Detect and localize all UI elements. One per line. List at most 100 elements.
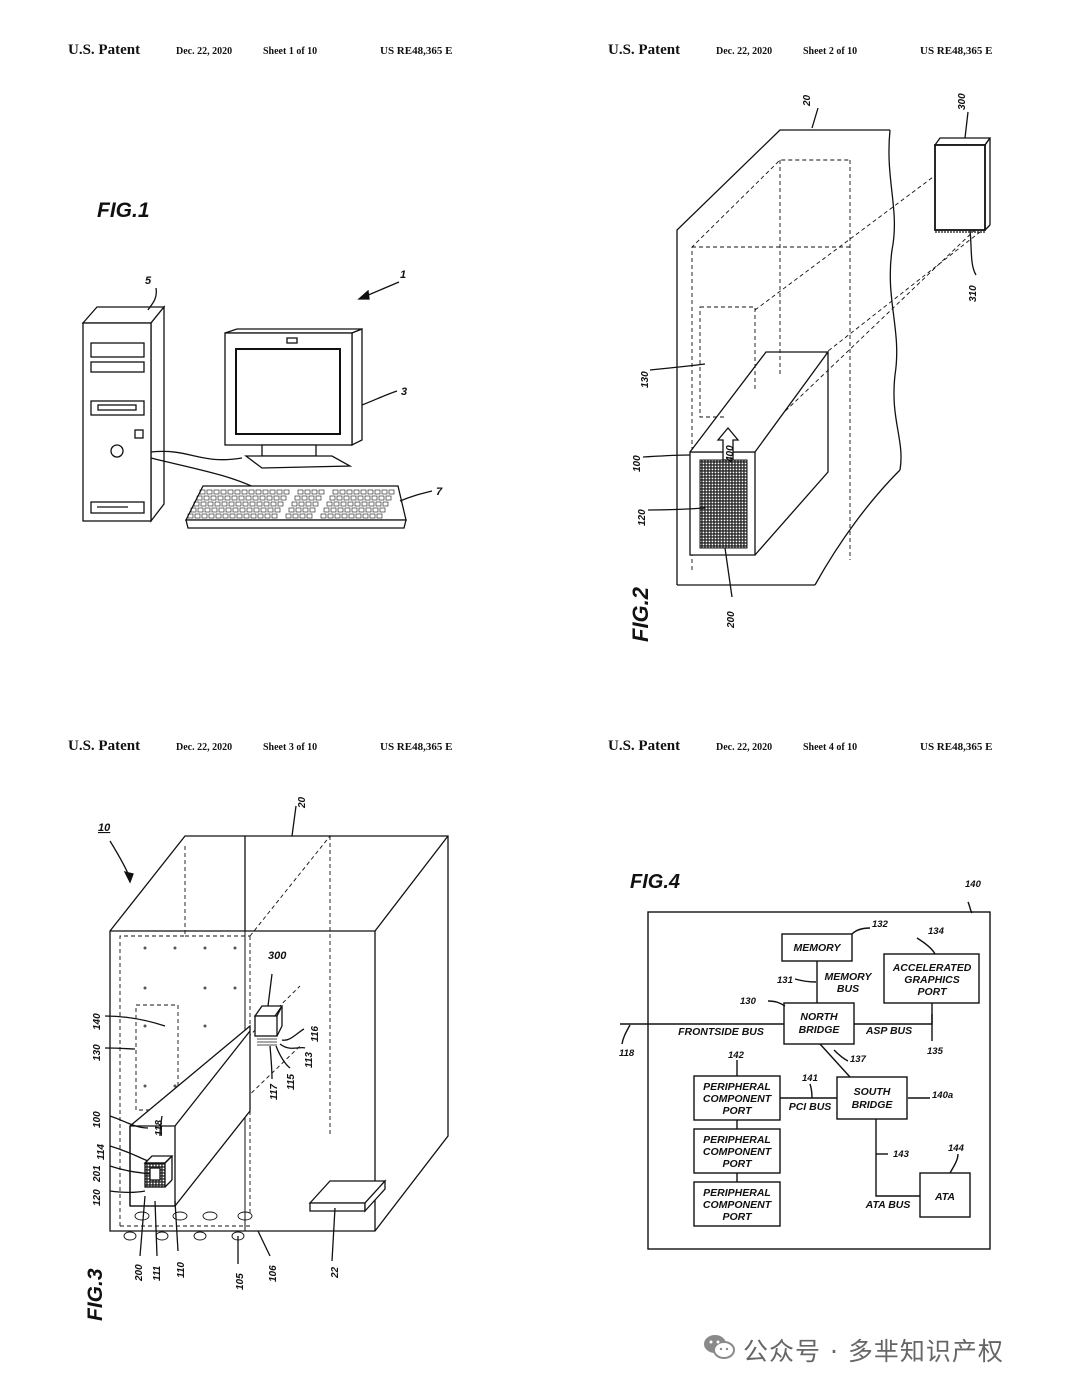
keyboard-key	[382, 501, 389, 507]
keyboard-key	[329, 495, 336, 501]
header-title: U.S. Patent	[68, 738, 141, 754]
keyboard-key	[193, 501, 200, 507]
patent-sheet-3: U.S. Patent Dec. 22, 2020 Sheet 3 of 10 …	[0, 696, 540, 1392]
keyboard-key	[283, 489, 290, 495]
keyboard-key	[224, 495, 231, 501]
south-bridge-line-1: SOUTH	[854, 1086, 891, 1098]
keyboard-key	[304, 489, 311, 495]
keyboard-key	[327, 513, 334, 519]
north-bridge-line-2: BRIDGE	[799, 1024, 841, 1036]
keyboard-key	[364, 495, 371, 501]
figure-title: FIG.2	[628, 586, 653, 642]
ref-label-10: 10	[98, 822, 111, 834]
keyboard-key	[336, 495, 343, 501]
ref-label-115: 115	[286, 1074, 297, 1090]
frontside-bus-label: FRONTSIDE BUS	[678, 1026, 764, 1038]
keyboard-key	[238, 495, 245, 501]
keyboard-key	[260, 507, 267, 513]
ref-label-132: 132	[872, 919, 889, 930]
keyboard-key	[204, 507, 211, 513]
pcp2-line-2: COMPONENT	[703, 1146, 773, 1158]
keyboard-key	[343, 495, 350, 501]
ref-label-118: 118	[154, 1120, 165, 1136]
patent-sheet-2: U.S. Patent Dec. 22, 2020 Sheet 2 of 10 …	[540, 0, 1080, 696]
ref-label-141: 141	[802, 1073, 818, 1084]
keyboard-key	[228, 501, 235, 507]
figure-title: FIG.3	[84, 1268, 107, 1321]
ref-label-118: 118	[619, 1048, 635, 1059]
keyboard-key	[355, 513, 362, 519]
keyboard-key	[339, 489, 346, 495]
sheet-header: U.S. Patent Dec. 22, 2020 Sheet 4 of 10 …	[540, 738, 1080, 758]
keyboard-key	[315, 495, 322, 501]
sheet-header: U.S. Patent Dec. 22, 2020 Sheet 3 of 10 …	[0, 738, 540, 758]
keyboard-key	[276, 489, 283, 495]
keyboard-key	[361, 501, 368, 507]
keyboard-key	[374, 489, 381, 495]
header-patent-number: US RE48,365 E	[380, 741, 453, 753]
header-patent-number: US RE48,365 E	[920, 741, 993, 753]
ref-label-400: 400	[725, 445, 736, 463]
keyboard-key	[348, 513, 355, 519]
monitor	[224, 328, 363, 469]
figure-title: FIG.4	[630, 871, 680, 893]
memory-bus-line-2: BUS	[837, 983, 859, 995]
watermark: 公众号 · 多芈知识产权	[703, 1328, 1063, 1368]
header-date: Dec. 22, 2020	[716, 742, 773, 753]
ref-label-106: 106	[268, 1265, 279, 1282]
keyboard-key	[311, 489, 318, 495]
agp-line-3: PORT	[918, 986, 949, 998]
sheet-header: U.S. Patent Dec. 22, 2020 Sheet 1 of 10 …	[0, 42, 540, 62]
ref-label-130: 130	[640, 371, 651, 388]
north-bridge-line-1: NORTH	[800, 1011, 838, 1023]
ref-label-22: 22	[330, 1266, 341, 1279]
keyboard-key	[232, 507, 239, 513]
keyboard-key	[222, 513, 229, 519]
header-sheet-number: Sheet 4 of 10	[803, 742, 858, 753]
ref-label-100: 100	[632, 455, 643, 472]
south-bridge-box	[836, 1076, 908, 1120]
keyboard-key	[245, 495, 252, 501]
header-title: U.S. Patent	[68, 42, 141, 58]
ref-label-20: 20	[297, 796, 308, 809]
keyboard-key	[253, 507, 260, 513]
keyboard-key	[235, 501, 242, 507]
keyboard-key	[371, 495, 378, 501]
keyboard-key	[280, 495, 287, 501]
keyboard-key	[365, 507, 372, 513]
keyboard-key	[309, 507, 316, 513]
keyboard-key	[252, 495, 259, 501]
ref-label-111: 111	[152, 1265, 163, 1281]
keyboard-key	[341, 513, 348, 519]
keyboard-key	[285, 513, 292, 519]
ata-box	[919, 1172, 971, 1218]
ref-label-143: 143	[893, 1149, 910, 1160]
keyboard-key	[270, 501, 277, 507]
ref-label-5: 5	[145, 275, 152, 287]
keyboard-key	[271, 513, 278, 519]
ref-label-140a: 140a	[932, 1090, 953, 1101]
keyboard-key	[333, 501, 340, 507]
south-bridge-line-2: BRIDGE	[852, 1099, 894, 1111]
keyboard-key	[220, 489, 227, 495]
keyboard-key	[305, 501, 312, 507]
sheet-header: U.S. Patent Dec. 22, 2020 Sheet 2 of 10 …	[540, 42, 1080, 62]
computer-tower	[81, 305, 166, 523]
ref-label-135: 135	[927, 1046, 944, 1057]
keyboard-key	[353, 489, 360, 495]
ref-label-200: 200	[726, 611, 737, 629]
keyboard-key	[306, 513, 313, 519]
wechat-icon	[704, 1335, 735, 1359]
patent-sheet-1: U.S. Patent Dec. 22, 2020 Sheet 1 of 10 …	[0, 0, 540, 696]
keyboard-key	[250, 513, 257, 519]
ref-label-120: 120	[637, 509, 648, 526]
keyboard-key	[351, 507, 358, 513]
keyboard-key	[323, 507, 330, 513]
keyboard-key	[210, 495, 217, 501]
keyboard-key	[298, 501, 305, 507]
pcp2-line-1: PERIPHERAL	[703, 1134, 771, 1146]
memory-box-label: MEMORY	[793, 942, 841, 954]
header-date: Dec. 22, 2020	[176, 46, 233, 57]
ref-label-113: 113	[304, 1052, 315, 1068]
ref-label-144: 144	[948, 1143, 965, 1154]
